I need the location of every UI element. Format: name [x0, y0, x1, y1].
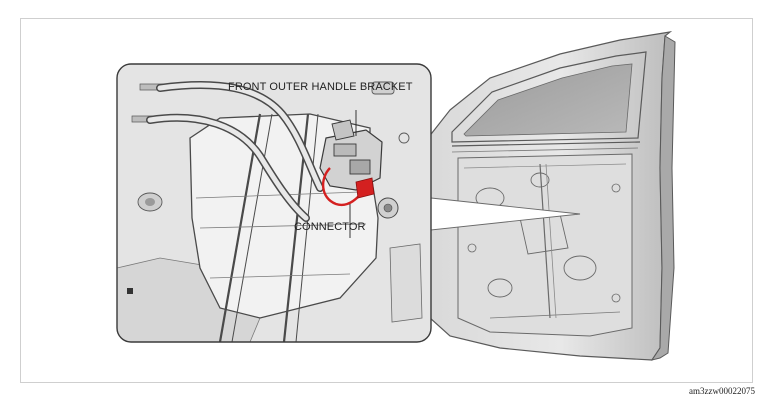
- door-panel: [427, 31, 676, 361]
- document-code: am3zzw00022075: [689, 386, 755, 396]
- door-illustration: [116, 31, 676, 361]
- connector-illustration: [322, 167, 375, 207]
- handle-bracket: [319, 119, 383, 191]
- detail-border: [116, 63, 432, 343]
- connector-callout: CONNECTOR: [294, 221, 366, 233]
- detail-view: [117, 64, 431, 342]
- cable-illustration: [146, 81, 324, 222]
- bracket-callout: FRONT OUTER HANDLE BRACKET: [228, 81, 413, 93]
